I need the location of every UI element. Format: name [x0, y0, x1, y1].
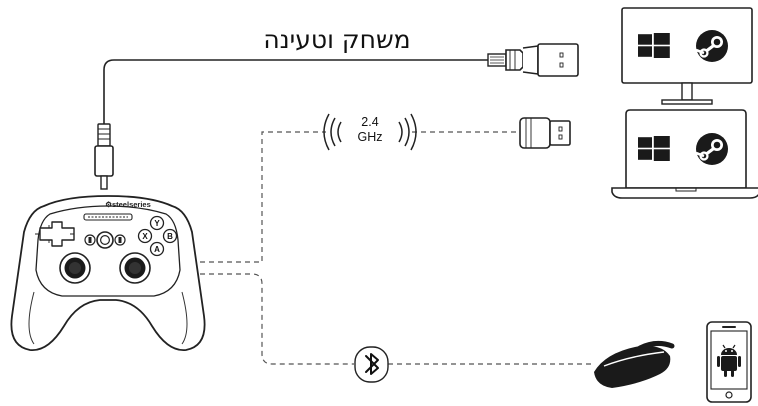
right-thumbstick: [119, 252, 151, 284]
cable-strain-relief: [94, 123, 114, 190]
button-y-label: Y: [154, 219, 160, 228]
usb-cable: [103, 59, 488, 124]
usb-dongle-icon: [519, 117, 571, 149]
game-controller: Y X B A: [10, 195, 206, 351]
vr-headset-icon: [594, 340, 675, 388]
steam-logo-icon: [694, 131, 730, 167]
desktop-monitor: [621, 7, 753, 105]
wireless-dashed-lines: [200, 131, 592, 365]
left-thumbstick: [59, 252, 91, 284]
frequency-unit: GHz: [357, 130, 383, 144]
steam-logo-icon: [694, 28, 730, 64]
dpad: [39, 221, 75, 247]
frequency-value: 2.4: [361, 115, 379, 129]
button-b-label: B: [167, 232, 173, 241]
laptop: [611, 109, 758, 199]
usb-connector-icon: [487, 43, 579, 77]
android-icon: [717, 344, 741, 377]
cable-label: משחק וטעינה: [263, 25, 411, 54]
button-x-label: X: [142, 232, 148, 241]
wireless-signal-icon: [323, 113, 417, 151]
smartphone: [706, 321, 752, 403]
controller-brand: ⚙steelseries: [105, 200, 151, 209]
button-a-label: A: [154, 245, 160, 254]
bluetooth-icon: [354, 346, 389, 383]
wireless-frequency-label: 2.4 GHz: [352, 115, 388, 151]
